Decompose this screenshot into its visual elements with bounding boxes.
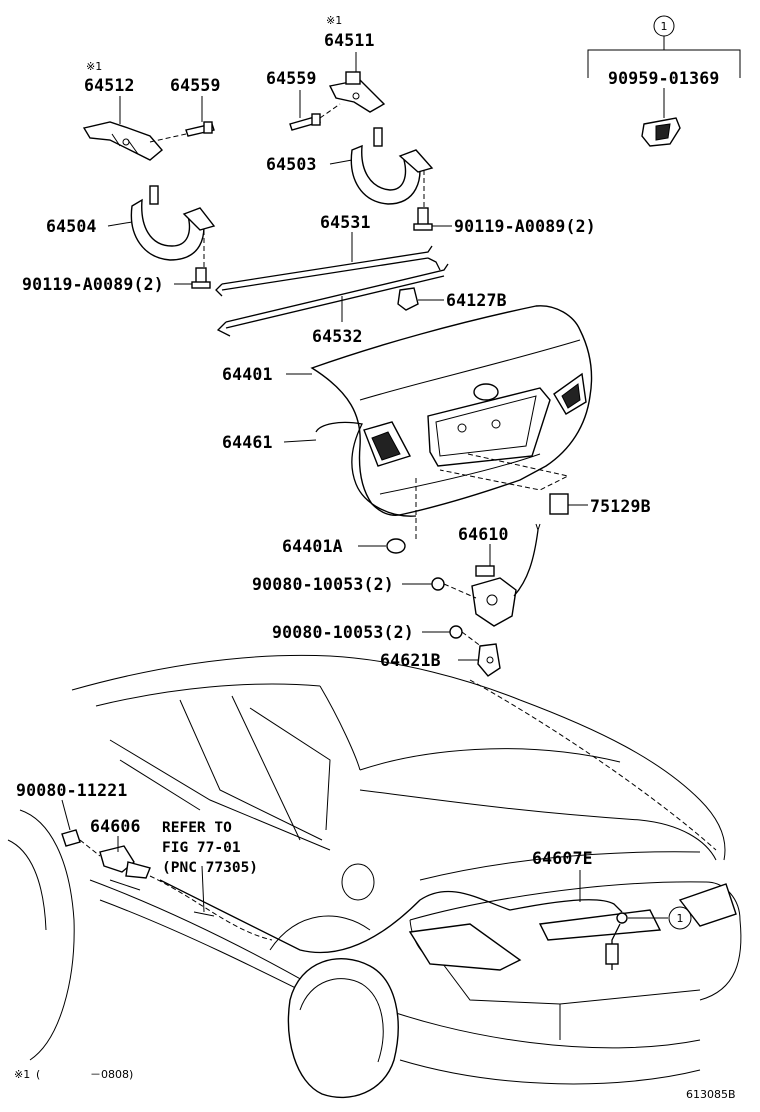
bolt-64559-top xyxy=(289,113,321,131)
star-marker-64512: ※1 xyxy=(86,60,102,73)
bolt-90080-10053-a xyxy=(431,577,445,591)
label-64511: 64511 xyxy=(324,31,375,50)
label-64512: 64512 xyxy=(84,76,135,95)
label-90119-A0089-right: 90119-A0089(2) xyxy=(454,217,596,236)
dash-90080-11221 xyxy=(79,839,101,857)
hinge-64512 xyxy=(82,121,163,161)
label-64461: 64461 xyxy=(222,433,273,452)
label-64401A: 64401A xyxy=(282,537,343,556)
circle-marker-car: 1 xyxy=(668,906,692,930)
weatherstrip-64461 xyxy=(315,421,417,517)
dash-90080-10053-a xyxy=(443,583,477,599)
plate-dash-lines xyxy=(439,453,570,491)
leader-64503 xyxy=(329,159,353,165)
label-64559-left: 64559 xyxy=(170,76,221,95)
circle-marker-car-text: 1 xyxy=(677,912,684,925)
footnote-range: －0808) xyxy=(90,1068,133,1081)
refer-note-line2: FIG 77-01 xyxy=(162,840,241,856)
cushion-75129B xyxy=(549,493,569,515)
trunk-lid-64401 xyxy=(310,305,593,516)
label-90959-01369: 90959-01369 xyxy=(608,69,719,88)
clamp-90959-01369 xyxy=(641,117,681,147)
footnote-mark: ※1 xyxy=(14,1068,30,1081)
label-75129B: 75129B xyxy=(590,497,651,516)
hinge-64511 xyxy=(328,71,386,113)
label-90080-11221: 90080-11221 xyxy=(16,781,127,800)
cable-dash-trunk xyxy=(469,679,717,851)
refer-note-tick xyxy=(193,911,215,917)
label-64531: 64531 xyxy=(320,213,371,232)
label-90119-A0089-left: 90119-A0089(2) xyxy=(22,275,164,294)
label-64401: 64401 xyxy=(222,365,273,384)
label-64621B: 64621B xyxy=(380,651,441,670)
leader-64559-top xyxy=(319,103,341,119)
leader-64461 xyxy=(283,439,317,443)
cable-64607E xyxy=(159,879,623,954)
star-marker-64511: ※1 xyxy=(326,14,342,27)
leader-64504 xyxy=(107,221,133,227)
diagram-id: 613085B xyxy=(686,1088,736,1101)
lock-64610 xyxy=(471,523,541,627)
lever-64606 xyxy=(99,845,151,879)
bolt-64559-left xyxy=(185,121,215,137)
label-64532: 64532 xyxy=(312,327,363,346)
refer-note-line3: (PNC 77305) xyxy=(162,860,258,876)
label-64504: 64504 xyxy=(46,217,97,236)
label-64559-top: 64559 xyxy=(266,69,317,88)
stopper-64401A xyxy=(386,538,406,554)
leader-90080-11221 xyxy=(61,799,71,831)
torsion-rod-64531 xyxy=(215,245,441,297)
hinge-arm-64503 xyxy=(350,127,434,205)
bolt-90119-left xyxy=(191,267,211,289)
car-body xyxy=(7,654,742,1099)
label-64606: 64606 xyxy=(90,817,141,836)
hinge-arm-64504 xyxy=(130,185,216,261)
refer-note-line1: REFER TO xyxy=(162,820,232,836)
label-64610: 64610 xyxy=(458,525,509,544)
dash-lever-cable xyxy=(149,875,273,941)
bolt-90119-right xyxy=(413,207,433,231)
striker-64621B xyxy=(477,643,501,677)
footnote-open: ( xyxy=(36,1068,40,1081)
circle-marker-top: 1 xyxy=(653,15,675,37)
label-90080-10053-b: 90080-10053(2) xyxy=(272,623,414,642)
leader-64559-left xyxy=(149,133,187,143)
label-64503: 64503 xyxy=(266,155,317,174)
torsion-rod-64532 xyxy=(216,263,449,337)
leader-refer-note xyxy=(201,865,205,913)
bolt-90080-11221 xyxy=(61,829,81,847)
circle-marker-top-text: 1 xyxy=(661,20,668,33)
label-90080-10053-a: 90080-10053(2) xyxy=(252,575,394,594)
label-64607E: 64607E xyxy=(532,849,593,868)
clip-64127B xyxy=(397,287,419,311)
cable-end-fitting xyxy=(605,912,628,970)
label-64127B: 64127B xyxy=(446,291,507,310)
bolt-90080-10053-b xyxy=(449,625,463,639)
